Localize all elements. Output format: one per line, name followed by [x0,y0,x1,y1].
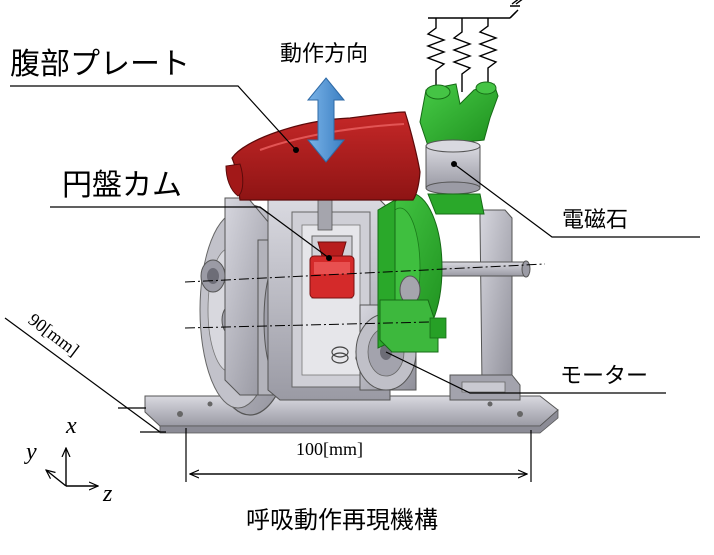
axis-x-label: x [66,413,77,439]
label-abdominal-plate: 腹部プレート [10,47,190,82]
figure-caption: 呼吸動作再現機構 [246,506,438,534]
base-plate [144,395,559,434]
axis-centerlines [184,263,546,329]
dimension-lines [4,317,532,482]
leader-lines [10,85,700,394]
right-bracket [449,209,521,401]
axis-z-label: z [103,481,113,507]
disc-cam-part [309,235,355,299]
label-electromagnet: 電磁石 [562,208,629,233]
green-disc [377,192,447,353]
electromagnet-part [419,81,499,215]
coordinate-axes [46,448,98,486]
dimension-width: 100[mm] [296,439,363,459]
motion-direction-arrow [306,77,346,163]
label-motor: モーター [560,364,649,389]
label-disc-cam: 円盤カム [62,168,182,203]
label-motion-direction: 動作方向 [280,42,369,67]
axis-y-label: y [26,439,37,465]
spring-assembly [426,0,523,92]
